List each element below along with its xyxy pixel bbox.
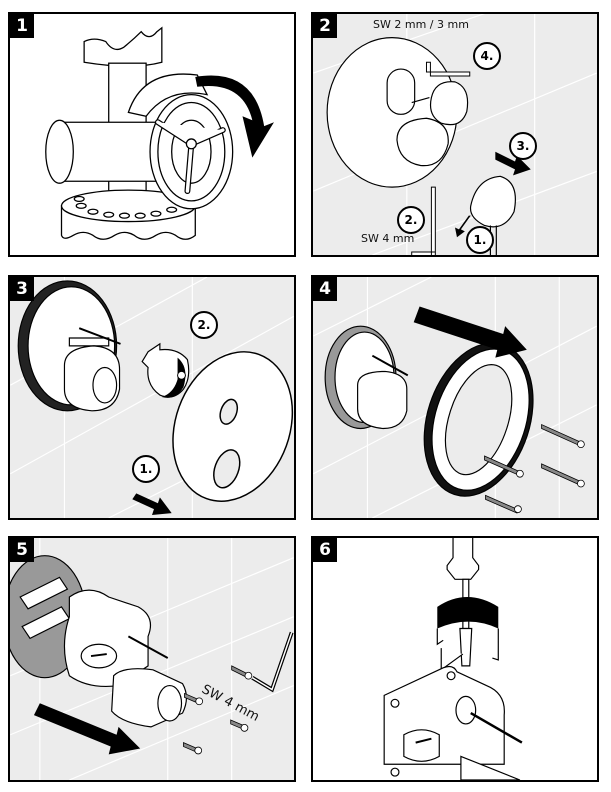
rotate-arrow-icon	[437, 597, 499, 629]
step-6-panel: 6	[311, 536, 599, 782]
pipe-top	[83, 26, 163, 67]
callout-2: 2.	[190, 311, 218, 339]
diverter-cartridge	[403, 729, 440, 762]
pull-arrow-icon	[413, 306, 527, 358]
screwdriver-adjustment-illustration	[383, 538, 523, 780]
step-number-badge: 1	[10, 14, 34, 38]
step-number-badge: 3	[10, 277, 34, 301]
pull-arrow-icon	[33, 703, 141, 755]
thermostat-cartridge	[396, 117, 449, 167]
step-3-panel: 3 2. 1.	[8, 275, 296, 520]
shutoff-valve-illustration	[45, 26, 274, 240]
pull-arrow-icon	[495, 151, 531, 176]
thermostat-cartridge-removal-illustration	[10, 538, 294, 780]
diverter-knob	[429, 81, 469, 126]
mounting-ring-removal-illustration	[313, 277, 597, 518]
callout-1: 1.	[466, 226, 494, 254]
callout-1: 1.	[132, 455, 160, 483]
step-number-badge: 6	[313, 538, 337, 562]
valve-body	[383, 665, 523, 780]
step-5-panel: 5 SW 4 mm	[8, 536, 296, 782]
pull-arrow-icon	[132, 493, 172, 516]
cartridge	[357, 370, 408, 430]
hex-key-size-label-top: SW 2 mm / 3 mm	[373, 18, 469, 31]
flange-bolts	[73, 195, 178, 219]
step-number-badge: 5	[10, 538, 34, 562]
step-4-panel: 4	[311, 275, 599, 520]
screws	[183, 665, 253, 755]
cover-hole-bottom	[213, 449, 241, 489]
step-2-panel: 2 SW 2 mm / 3 mm SW 4 mm 4. 3. 2. 1.	[311, 12, 599, 257]
handle-removal-illustration	[313, 14, 597, 255]
screw-arrow-icon	[455, 215, 471, 238]
callout-4: 4.	[473, 42, 501, 70]
thermostat-handle	[469, 175, 516, 228]
hex-key-size-label-bottom: SW 4 mm	[361, 232, 415, 245]
hex-key-small-icon	[425, 61, 471, 77]
callout-3: 3.	[509, 132, 537, 160]
step-1-panel: 1	[8, 12, 296, 257]
diverter-knob-base	[386, 68, 416, 115]
cover-hole-top	[219, 398, 239, 425]
screws	[484, 423, 585, 514]
hex-key-4mm-icon	[411, 186, 436, 255]
trim-plate-removal-illustration	[10, 277, 294, 518]
step-number-badge: 2	[313, 14, 337, 38]
step-number-badge: 4	[313, 277, 337, 301]
callout-2: 2.	[397, 206, 425, 234]
cover-plate	[172, 351, 294, 502]
rotate-clockwise-arrow-icon	[195, 75, 274, 158]
